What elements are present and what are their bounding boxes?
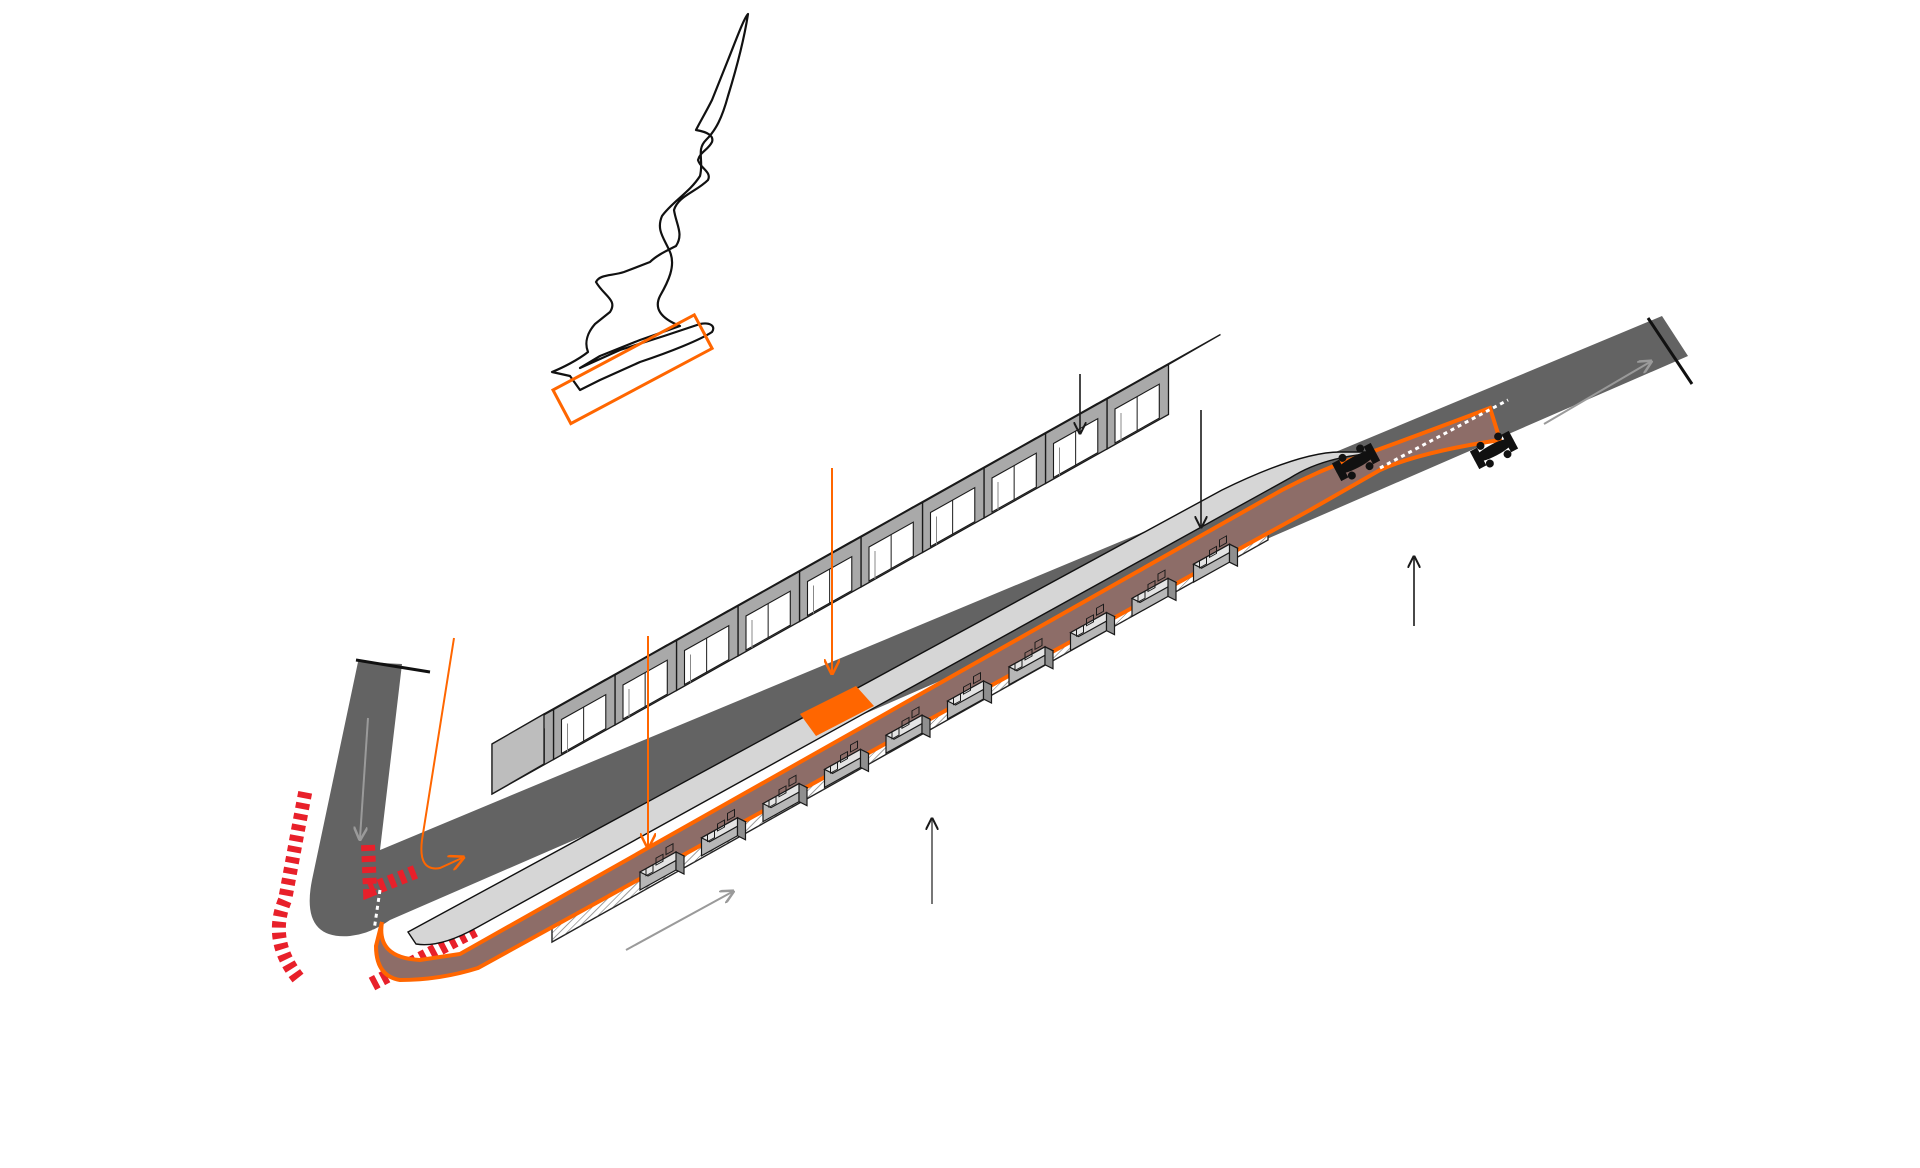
kerb-outer — [271, 786, 313, 983]
pit-wall-box-icon — [1192, 535, 1239, 584]
pit-wall-box-icon — [1069, 603, 1116, 652]
grid-slot-mark — [759, 880, 773, 890]
pit-wall-box-icon — [1007, 637, 1055, 686]
pit-wall-box-icon — [884, 706, 932, 755]
grid-slot-mark — [999, 748, 1013, 758]
grid-slots — [759, 620, 1205, 890]
grid-slot-mark — [1191, 620, 1205, 630]
grid-slot-mark — [879, 802, 893, 812]
direction-arrow-icon — [1543, 362, 1650, 425]
start-finish-line — [1141, 621, 1201, 653]
grid-slot-mark — [951, 752, 965, 762]
grid-slot-mark — [807, 854, 821, 864]
grid-slot-mark — [1047, 700, 1061, 710]
grid-slot-mark — [1167, 644, 1181, 654]
grid-slot-mark — [951, 774, 965, 784]
grid-slot-mark — [1047, 722, 1061, 732]
grid-slot-mark — [903, 778, 917, 788]
pit-lane — [370, 398, 1509, 983]
service-zone — [800, 686, 874, 736]
direction-arrow-icon — [360, 717, 369, 838]
grid-slot-mark — [1119, 670, 1133, 680]
grid-slot-mark — [903, 800, 917, 810]
grid-slot-mark — [1143, 668, 1157, 678]
grid-slot-mark — [1071, 698, 1085, 708]
grid-slot-mark — [1023, 724, 1037, 734]
direction-arrow-icon — [625, 892, 732, 951]
pit-wall-box-icon — [1130, 569, 1178, 618]
grid-slot-mark — [1143, 646, 1157, 656]
grid-slot-mark — [855, 806, 869, 816]
pit-wall-box-icon — [761, 774, 809, 823]
pointer-pit-entry-icon — [420, 637, 462, 868]
garage-row — [491, 333, 1221, 796]
pit-wall-box-icon — [638, 842, 686, 892]
race-car-icon — [1331, 442, 1381, 482]
grid-slot-mark — [855, 826, 869, 836]
pit-wall-box-icon — [946, 671, 993, 721]
pit-wall-boxes — [638, 535, 1239, 892]
grid-slot-mark — [807, 832, 821, 842]
grid-slot-mark — [831, 830, 845, 840]
grid-slot-mark — [1095, 674, 1109, 684]
grid-slot-mark — [927, 776, 941, 786]
grid-slot-mark — [975, 750, 989, 760]
garage-end-wall — [491, 712, 545, 796]
pit-wall-box-icon — [823, 740, 870, 789]
circuit-outline-icon — [550, 12, 750, 426]
race-car-icon — [1469, 430, 1519, 470]
grid-slot-mark — [999, 726, 1013, 736]
grid-slot-mark — [783, 856, 797, 866]
pit-wall-box-icon — [700, 808, 747, 857]
grid-slot-mark — [1095, 694, 1109, 704]
kerb-inner — [361, 844, 479, 991]
garage — [1106, 333, 1221, 451]
